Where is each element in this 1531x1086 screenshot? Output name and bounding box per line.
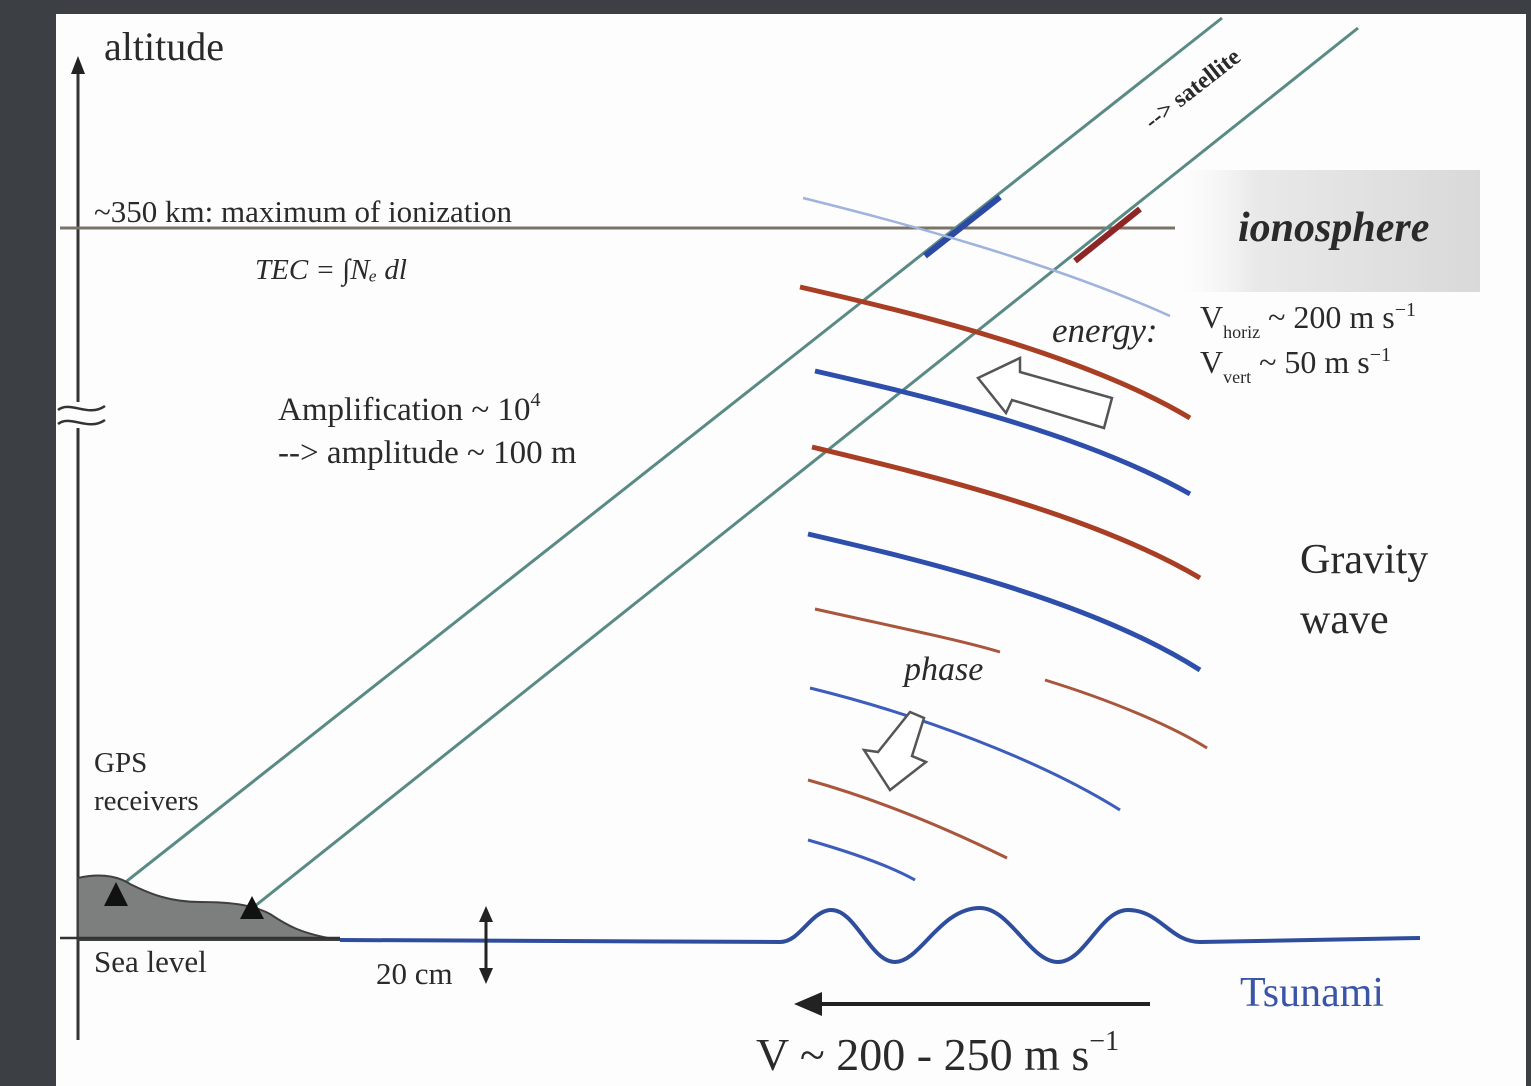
gravity-wave-fronts bbox=[799, 196, 1208, 882]
v-horiz-superscript: −1 bbox=[1395, 299, 1416, 321]
wave-front-blue-1 bbox=[814, 368, 1192, 497]
pierce-point-red bbox=[1073, 206, 1142, 264]
ray-line-2 bbox=[254, 26, 1359, 908]
gravity-wave-label-1: Gravity bbox=[1300, 537, 1428, 583]
satellite-rays bbox=[117, 16, 1359, 908]
height-arrow-up-icon bbox=[479, 906, 493, 922]
ray-line-1 bbox=[117, 16, 1223, 890]
amplification-superscript: 4 bbox=[530, 389, 540, 411]
phase-arrow-icon bbox=[861, 710, 929, 792]
wave-front-blue-4 bbox=[807, 838, 916, 882]
wave-front-red-3a bbox=[814, 607, 1001, 654]
tsunami-speed-superscript: −1 bbox=[1089, 1026, 1119, 1057]
wave-front-red-4 bbox=[807, 778, 1008, 860]
v-vert-subscript: vert bbox=[1223, 367, 1251, 387]
pierce-point-blue bbox=[923, 194, 1002, 259]
ionosphere-label: ionosphere bbox=[1238, 205, 1429, 251]
v-vert-value: ~ 50 m s bbox=[1251, 344, 1370, 380]
height-arrow-down-icon bbox=[479, 968, 493, 984]
satellite-label: --> satellite bbox=[1140, 44, 1246, 135]
amplification-label: Amplification ~ 104 bbox=[278, 389, 540, 428]
v-vert-text: Vvert ~ 50 m s−1 bbox=[1200, 344, 1391, 387]
v-horiz-subscript: horiz bbox=[1223, 322, 1260, 342]
energy-arrow-icon bbox=[976, 356, 1114, 430]
gps-receivers-label-2: receivers bbox=[94, 785, 199, 817]
max-ionization-label: ~350 km: maximum of ionization bbox=[94, 194, 513, 229]
tsunami-label: Tsunami bbox=[1240, 970, 1384, 1016]
v-vert-symbol: V bbox=[1200, 344, 1223, 380]
v-horiz-value: ~ 200 m s bbox=[1260, 299, 1395, 335]
v-horiz-symbol: V bbox=[1200, 299, 1223, 335]
gps-receiver-icon-2 bbox=[240, 896, 264, 919]
wave-front-red-2 bbox=[811, 444, 1202, 581]
gravity-wave-label-2: wave bbox=[1300, 597, 1389, 643]
tec-formula: TEC = ∫Nₑ dl bbox=[255, 254, 407, 287]
land-mass bbox=[77, 874, 341, 941]
wave-front-red-3b bbox=[1044, 678, 1208, 750]
wave-front-red-1 bbox=[799, 284, 1192, 421]
wave-front-faint bbox=[802, 196, 1171, 318]
gps-receivers-label-1: GPS bbox=[94, 747, 147, 779]
amplitude-label: --> amplitude ~ 100 m bbox=[278, 435, 577, 471]
propagation-arrow-icon bbox=[794, 992, 822, 1016]
axis-arrow-icon bbox=[71, 56, 85, 74]
phase-label: phase bbox=[902, 651, 983, 688]
amplification-text: Amplification ~ 10 bbox=[278, 392, 530, 428]
tsunami-height-label: 20 cm bbox=[376, 956, 453, 991]
tsunami-wave bbox=[339, 905, 1421, 965]
wave-front-blue-3 bbox=[809, 686, 1121, 812]
axis-label: altitude bbox=[104, 24, 224, 69]
tsunami-speed-text: V ~ 200 - 250 m s bbox=[756, 1029, 1089, 1080]
gps-receiver-icon-1 bbox=[104, 882, 128, 906]
v-horiz-text: Vhoriz ~ 200 m s−1 bbox=[1200, 299, 1416, 342]
sea-level-label: Sea level bbox=[94, 944, 207, 979]
wave-front-blue-2 bbox=[807, 531, 1202, 673]
axis-break-icon bbox=[57, 404, 106, 412]
tsunami-speed-label: V ~ 200 - 250 m s−1 bbox=[756, 1026, 1119, 1080]
ionosphere-band bbox=[1180, 170, 1480, 292]
v-vert-superscript: −1 bbox=[1370, 344, 1391, 366]
energy-label: energy: bbox=[1052, 311, 1158, 350]
